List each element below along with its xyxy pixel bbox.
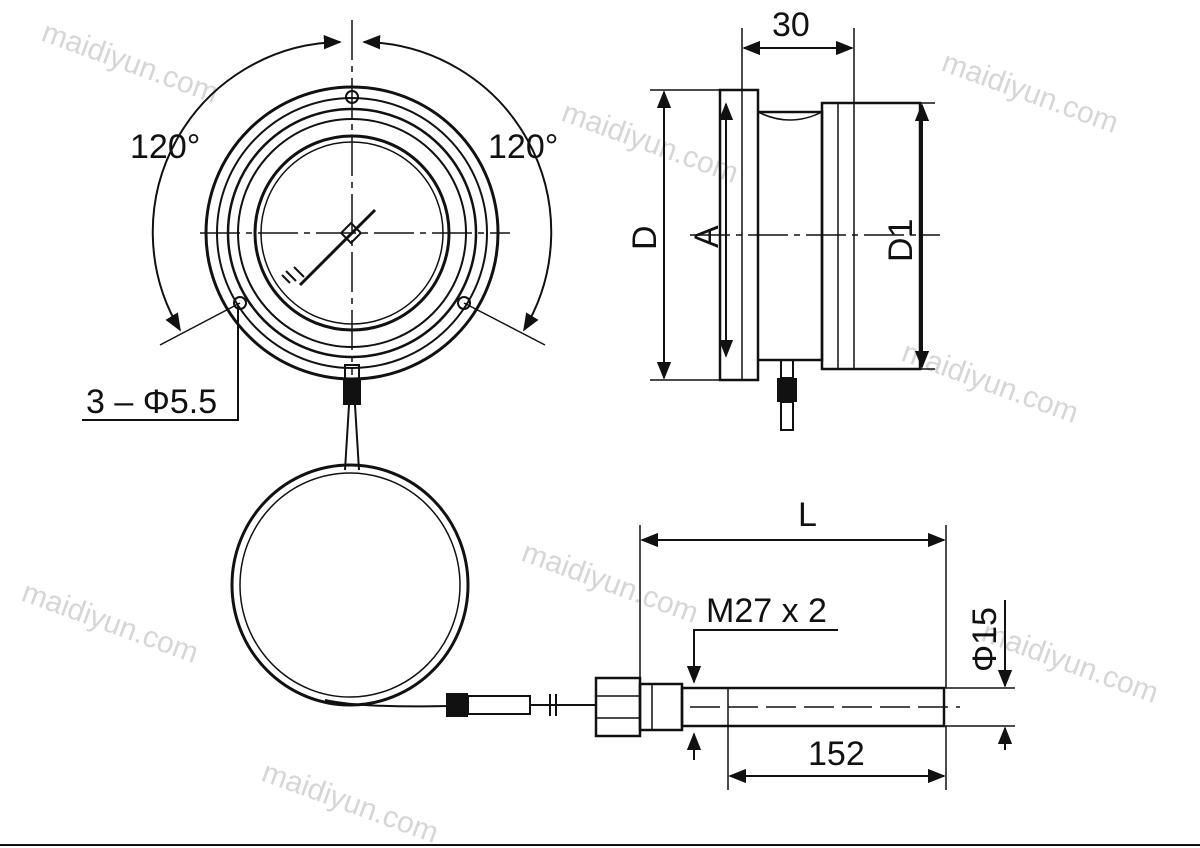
watermark-text: maidiyun.com (938, 46, 1123, 140)
length-label: L (798, 496, 817, 534)
watermark-text: maidiyun.com (898, 336, 1083, 430)
side-body (758, 110, 824, 362)
union-nut (594, 676, 642, 738)
dim-d-label: D (626, 225, 664, 250)
stem-fitting (343, 379, 361, 405)
capillary-stem-b (354, 404, 360, 471)
dial-pointer (298, 208, 377, 287)
depth-label: 30 (772, 6, 810, 44)
thread-section (638, 682, 684, 732)
probe-diameter-label: Φ15 (966, 607, 1004, 672)
front-view: 120° 120° 3 – Φ5.5 (82, 20, 558, 421)
watermark-text: maidiyun.com (38, 16, 223, 110)
mounting-hole-top (345, 90, 359, 104)
watermark-text: maidiyun.com (558, 96, 743, 190)
watermark-text: maidiyun.com (258, 756, 443, 848)
angle-arc-left (151, 35, 342, 332)
holes-label: 3 – Φ5.5 (86, 383, 217, 421)
watermark-text: maidiyun.com (518, 536, 703, 630)
watermark-text: maidiyun.com (18, 576, 203, 670)
side-stem-neck (780, 359, 794, 379)
angle-label-right: 120° (488, 128, 558, 166)
holes-leader (82, 306, 239, 421)
capillary-coil (230, 463, 470, 707)
thread-leader (686, 629, 838, 684)
dial-scale-marks (281, 266, 305, 284)
capillary-tail (324, 699, 451, 708)
dim-d1-label: D1 (882, 219, 920, 262)
capillary-end-fitting (446, 693, 468, 717)
side-stem-end (780, 401, 794, 431)
side-body-curve (757, 111, 823, 121)
capillary-stem-a (344, 404, 350, 471)
angle-arc-right (362, 35, 553, 332)
hole-radial-line-left (159, 302, 241, 346)
capillary-coil-inner (239, 472, 461, 698)
side-view: 30 D A D1 (626, 6, 940, 431)
capillary-sleeve (467, 695, 531, 715)
hole-radial-line-right (463, 302, 546, 346)
angle-label-left: 120° (130, 128, 200, 166)
thread-label: M27 x 2 (706, 592, 827, 630)
capillary-probe: L M27 x 2 Φ15 152 (230, 404, 1015, 790)
side-stem-fitting (777, 378, 797, 402)
dim-a-label: A (688, 225, 726, 248)
probe-length-label: 152 (808, 735, 865, 773)
pointer-hub (339, 221, 363, 245)
